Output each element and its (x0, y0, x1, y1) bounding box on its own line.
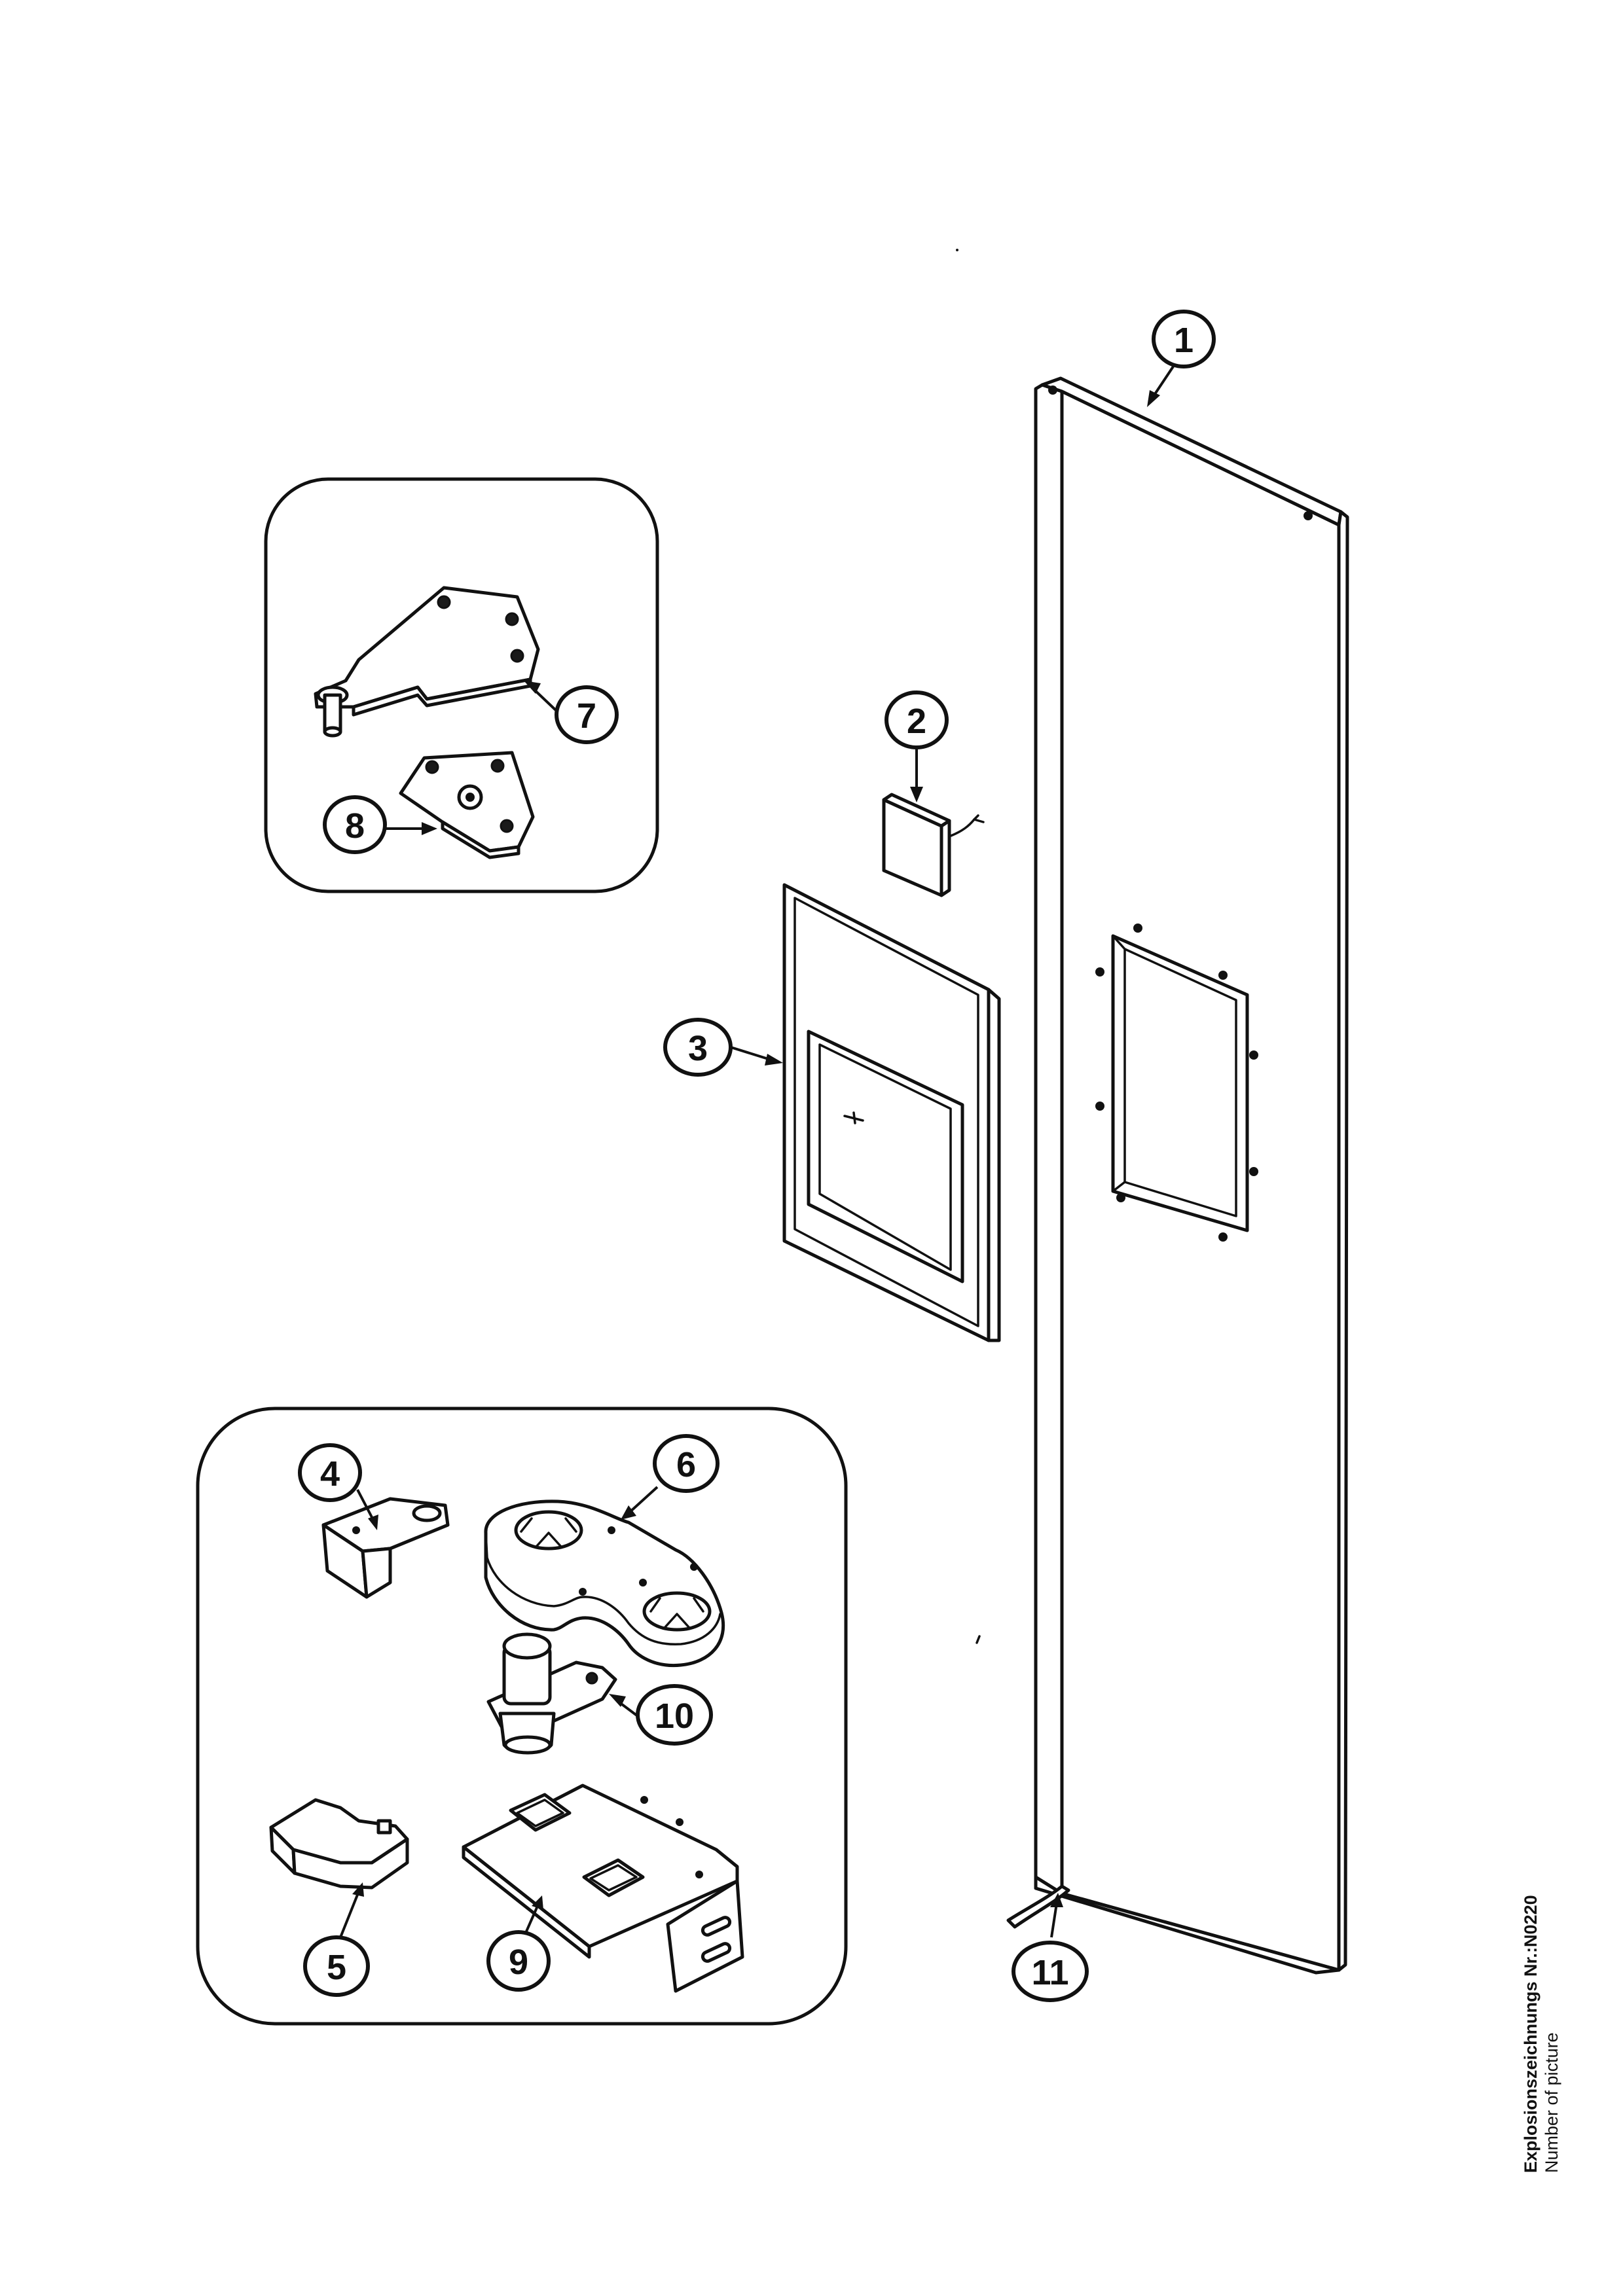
svg-text:11: 11 (1031, 1953, 1068, 1992)
svg-text:5: 5 (327, 1948, 346, 1987)
hinge-plate-part-8 (399, 751, 535, 859)
callout-3: 3 (663, 1018, 733, 1077)
svg-text:4: 4 (320, 1454, 340, 1494)
svg-text:10: 10 (655, 1696, 694, 1736)
caption-title: Explosionszeichnungs Nr.:N0220 (1521, 1895, 1541, 2173)
callout-1: 1 (1152, 310, 1216, 368)
callout-8: 8 (323, 795, 387, 854)
clip-part-11 (1006, 1884, 1070, 1929)
callout-11: 11 (1012, 1941, 1089, 2002)
svg-text:7: 7 (577, 696, 596, 736)
picture-number-caption: Explosionszeichnungs Nr.:N0220 Number of… (1520, 1895, 1563, 2173)
svg-text:8: 8 (345, 806, 365, 846)
svg-text:1: 1 (1174, 321, 1194, 360)
door-panel-part-1 (1034, 376, 1349, 1975)
svg-text:2: 2 (907, 702, 926, 741)
hinge-pin-part-10 (486, 1632, 617, 1755)
svg-text:9: 9 (509, 1943, 528, 1982)
callout-10: 10 (636, 1684, 713, 1746)
dispenser-frame-part-3 (782, 883, 1001, 1342)
clip-bracket-part-4 (321, 1497, 450, 1599)
switch-module-part-2 (882, 793, 985, 897)
callout-2: 2 (884, 691, 949, 749)
hinge-cam-part-6 (484, 1499, 725, 1668)
caption-subtitle: Number of picture (1542, 2032, 1562, 2173)
mounting-plate-part-9 (462, 1784, 744, 1993)
hinge-bracket-part-7 (314, 586, 540, 738)
svg-text:3: 3 (688, 1029, 708, 1068)
callout-4: 4 (298, 1443, 362, 1502)
cover-clip-part-5 (269, 1798, 409, 1890)
callout-7: 7 (555, 685, 619, 744)
callout-5: 5 (303, 1935, 370, 1997)
callout-6: 6 (653, 1434, 720, 1493)
svg-text:6: 6 (676, 1445, 696, 1484)
callout-9: 9 (486, 1930, 551, 1992)
